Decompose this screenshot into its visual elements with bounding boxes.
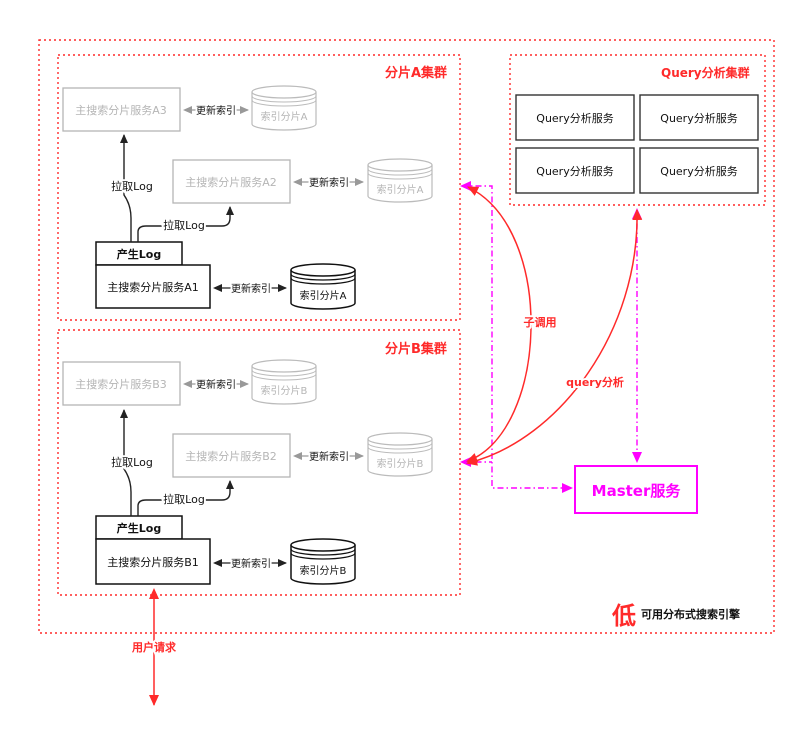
master-service-label: Master服务 <box>592 482 682 500</box>
service-a1-box <box>95 264 211 309</box>
master-service-box <box>574 465 698 514</box>
service-a2-label: 主搜索分片服务A2 <box>185 175 277 189</box>
update-label-b3: 更新索引 <box>196 378 236 391</box>
outer-boundary <box>38 39 775 634</box>
cluster-a-boundary <box>57 54 461 321</box>
query-service-4: Query分析服务 <box>639 147 759 194</box>
cluster-b-title: 分片B集群 <box>385 341 447 357</box>
update-label-b1: 更新索引 <box>231 557 271 570</box>
index-a3-label: 索引分片A <box>261 110 308 123</box>
index-b1-cylinder <box>290 538 356 585</box>
produce-log-label-a: 产生Log <box>117 247 161 261</box>
cluster-b-boundary <box>57 329 461 596</box>
low-availability-char: 低 <box>611 602 636 630</box>
pull-log-label-b-2: 拉取Log <box>163 492 205 506</box>
index-a2-label: 索引分片A <box>377 183 424 196</box>
sub-call-label: 子调用 <box>524 315 557 329</box>
cluster-a-title: 分片A集群 <box>385 65 447 81</box>
service-a2-box <box>172 159 291 204</box>
index-b2-label: 索引分片B <box>377 457 424 470</box>
query-analysis-arrow <box>466 209 643 466</box>
service-a1-label: 主搜索分片服务A1 <box>107 280 199 294</box>
caption-text: 可用分布式搜索引擎 <box>641 607 740 621</box>
service-b3-box <box>62 361 181 406</box>
pull-log-label-a-1: 拉取Log <box>111 179 153 193</box>
query-analysis-label: query分析 <box>566 375 624 389</box>
index-a3-cylinder <box>251 85 317 131</box>
index-b3-label: 索引分片B <box>261 384 308 397</box>
update-label-b2: 更新索引 <box>309 450 349 463</box>
service-b1-label: 主搜索分片服务B1 <box>107 555 199 569</box>
svg-text:Query分析服务: Query分析服务 <box>536 164 613 178</box>
query-service-1: Query分析服务 <box>515 94 635 141</box>
index-b3-cylinder <box>251 359 317 405</box>
index-a2-cylinder <box>367 158 433 203</box>
update-label-a3: 更新索引 <box>196 104 236 117</box>
pull-log-label-a-2: 拉取Log <box>163 218 205 232</box>
update-label-a2: 更新索引 <box>309 176 349 189</box>
svg-text:Query分析服务: Query分析服务 <box>660 164 737 178</box>
query-service-3: Query分析服务 <box>515 147 635 194</box>
sub-call-arrow <box>466 186 532 463</box>
query-cluster-boundary <box>509 54 766 206</box>
service-a3-box <box>62 87 181 132</box>
index-a1-label: 索引分片A <box>300 289 347 302</box>
service-b2-box <box>172 433 291 478</box>
pull-log-arrow-b-to-b3 <box>120 409 132 516</box>
pull-log-label-b-1: 拉取Log <box>111 455 153 469</box>
index-b1-label: 索引分片B <box>300 564 347 577</box>
produce-log-label-b: 产生Log <box>117 521 161 535</box>
index-a1-cylinder <box>290 263 356 310</box>
service-b3-label: 主搜索分片服务B3 <box>75 377 167 391</box>
index-b2-cylinder <box>367 432 433 477</box>
svg-text:Query分析服务: Query分析服务 <box>660 111 737 125</box>
service-b2-label: 主搜索分片服务B2 <box>185 449 277 463</box>
service-a3-label: 主搜索分片服务A3 <box>75 103 167 117</box>
service-b1-box <box>95 538 211 585</box>
pull-log-arrow-a-to-a3 <box>120 134 132 242</box>
query-cluster-title: Query分析集群 <box>661 65 750 80</box>
query-service-2: Query分析服务 <box>639 94 759 141</box>
svg-text:Query分析服务: Query分析服务 <box>536 111 613 125</box>
update-label-a1: 更新索引 <box>231 282 271 295</box>
pull-log-arrow-b-to-b2 <box>137 480 234 516</box>
pull-log-arrow-a-to-a2 <box>137 206 234 242</box>
user-request-label: 用户请求 <box>132 640 177 654</box>
